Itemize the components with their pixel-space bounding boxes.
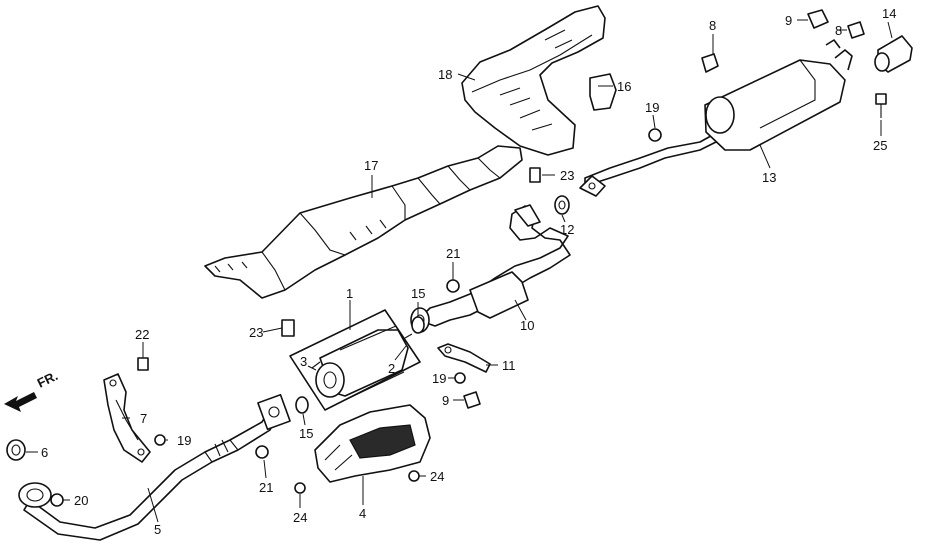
heat-shield-long bbox=[204, 145, 523, 299]
callout-25: 25 bbox=[873, 138, 887, 153]
callout-24-left: 24 bbox=[293, 510, 307, 525]
callout-13: 13 bbox=[762, 170, 776, 185]
callout-23-lower: 23 bbox=[249, 325, 263, 340]
callout-7: 7 bbox=[140, 411, 147, 426]
middle-pipe-resonator bbox=[410, 204, 571, 333]
heat-shield-upper bbox=[461, 5, 606, 156]
callout-15-upper: 15 bbox=[411, 286, 425, 301]
callout-23-upper: 23 bbox=[560, 168, 574, 183]
callout-19-top: 19 bbox=[645, 100, 659, 115]
front-label: FR. bbox=[35, 368, 60, 391]
callout-1: 1 bbox=[346, 286, 353, 301]
callout-17: 17 bbox=[364, 158, 378, 173]
leader-lines bbox=[26, 19, 893, 523]
callout-8-right: 8 bbox=[835, 23, 842, 38]
callout-numbers: 1 2 3 4 5 6 7 8 9 8 10 11 12 13 14 15 15… bbox=[41, 6, 896, 537]
callout-20: 20 bbox=[74, 493, 88, 508]
callout-6: 6 bbox=[41, 445, 48, 460]
bolt-23-lower bbox=[281, 319, 295, 337]
callout-21-lower: 21 bbox=[259, 480, 273, 495]
small-parts bbox=[6, 9, 887, 507]
callout-2: 2 bbox=[388, 361, 395, 376]
nut-21-lower bbox=[255, 445, 269, 459]
bolt-24-left bbox=[294, 482, 306, 494]
catalytic-converter bbox=[289, 309, 421, 411]
callout-3: 3 bbox=[300, 354, 307, 369]
nut-21-upper bbox=[446, 279, 460, 293]
front-direction-indicator: FR. bbox=[4, 368, 60, 412]
callout-15-lower: 15 bbox=[299, 426, 313, 441]
nut-19-left bbox=[154, 434, 166, 446]
tailpipe-finisher bbox=[874, 35, 913, 73]
bolt-23-upper bbox=[529, 167, 541, 183]
callout-24-right: 24 bbox=[430, 469, 444, 484]
callout-10: 10 bbox=[520, 318, 534, 333]
callout-19-left: 19 bbox=[177, 433, 191, 448]
rubber-mount-9-mid bbox=[463, 391, 481, 409]
bolt-22 bbox=[137, 357, 149, 371]
rubber-mount-9-top bbox=[807, 9, 829, 29]
callout-8-left: 8 bbox=[709, 18, 716, 33]
rubber-mount-8-right bbox=[847, 21, 865, 39]
gasket-15-upper bbox=[411, 316, 425, 334]
callout-19-mid: 19 bbox=[432, 371, 446, 386]
front-exhaust-pipe bbox=[18, 393, 291, 541]
callout-22: 22 bbox=[135, 327, 149, 342]
nut-19-mid bbox=[454, 372, 466, 384]
gasket-15-lower bbox=[295, 396, 309, 414]
callout-4: 4 bbox=[359, 506, 366, 521]
bolt-24-right bbox=[408, 470, 420, 482]
heat-shield-lower bbox=[314, 404, 431, 483]
sensor-bracket-16 bbox=[589, 73, 617, 111]
nut-20 bbox=[50, 493, 64, 507]
hanger-rubber bbox=[437, 343, 491, 373]
gasket-12 bbox=[554, 195, 570, 215]
callout-18: 18 bbox=[438, 67, 452, 82]
callout-16: 16 bbox=[617, 79, 631, 94]
callout-9-top: 9 bbox=[785, 13, 792, 28]
callout-14: 14 bbox=[882, 6, 896, 21]
callout-12: 12 bbox=[560, 222, 574, 237]
bolt-25 bbox=[875, 93, 887, 105]
front-arrow-icon bbox=[4, 392, 37, 412]
rubber-mount-8-left bbox=[701, 53, 719, 73]
callout-21-upper: 21 bbox=[446, 246, 460, 261]
gasket-6 bbox=[6, 439, 26, 461]
callout-11: 11 bbox=[502, 358, 516, 373]
nut-19-top bbox=[648, 128, 662, 142]
callout-5: 5 bbox=[154, 522, 161, 537]
main-muffler-tailpipe bbox=[579, 39, 853, 197]
callout-9-mid: 9 bbox=[442, 393, 449, 408]
